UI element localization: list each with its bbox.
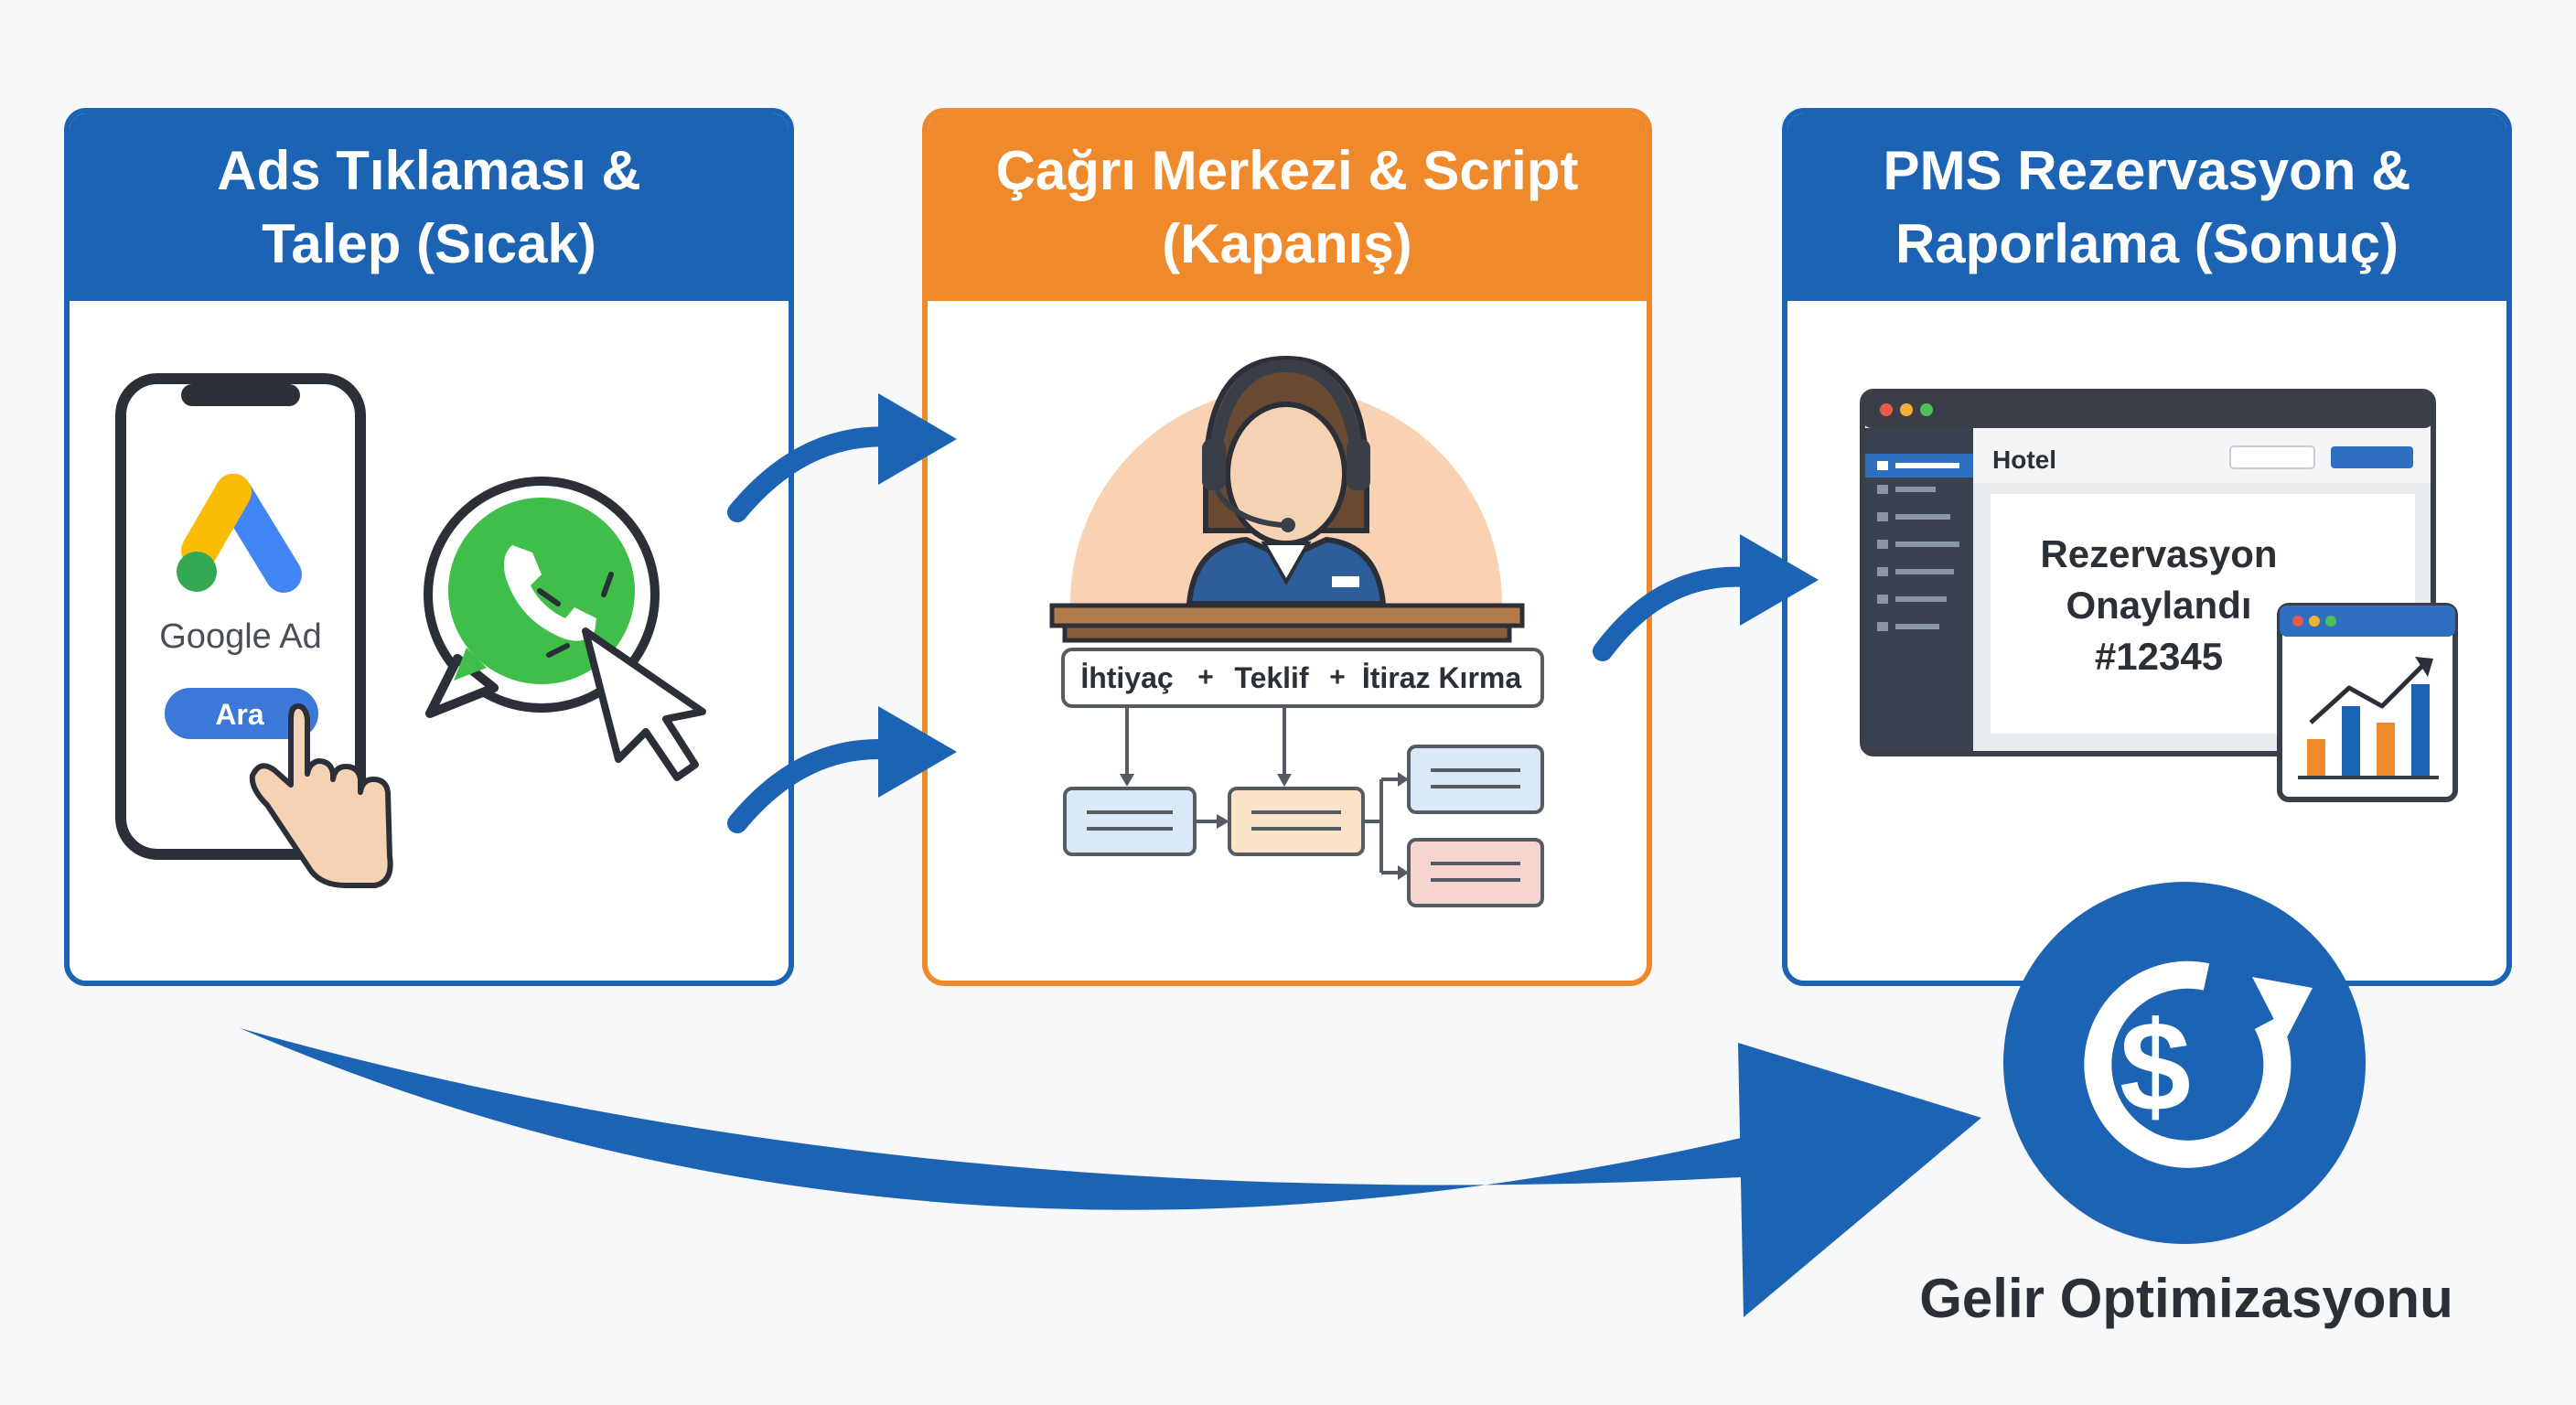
arrow-ads-to-call-top xyxy=(727,393,957,522)
pms-status-line2: Onaylandı xyxy=(2066,584,2251,627)
arrow-call-to-pms xyxy=(1593,534,1819,661)
script-steps-box: İhtiyaç + Teklif + İtiraz Kırma xyxy=(1061,648,1544,708)
agent-headset-icon xyxy=(1070,355,1502,606)
hand-pointer-icon xyxy=(249,703,393,888)
pms-status-line1: Rezervasyon xyxy=(2040,532,2277,575)
panel-title-ads: Ads Tıklaması & Talep (Sıcak) xyxy=(70,113,789,301)
arrow-to-revenue xyxy=(240,1028,1981,1317)
script-step-need: İhtiyaç xyxy=(1080,661,1173,694)
google-ads-icon xyxy=(177,474,302,593)
bar-chart-icon xyxy=(2277,603,2458,802)
script-step-objection: İtiraz Kırma xyxy=(1362,661,1521,694)
arrow-ads-to-call-bottom xyxy=(727,706,957,833)
cursor-icon xyxy=(537,572,706,781)
call-button-label: Ara xyxy=(215,698,264,731)
revenue-optimization-label: Gelir Optimizasyonu xyxy=(1919,1268,2453,1329)
call-button[interactable]: Ara xyxy=(165,688,318,739)
desk xyxy=(1049,603,1525,643)
panel-title-pms: PMS Rezervasyon & Raporlama (Sonuç) xyxy=(1787,113,2506,301)
script-step-offer: Teklif xyxy=(1234,661,1309,694)
dollar-symbol: $ xyxy=(2120,994,2191,1138)
google-ad-label: Google Ad xyxy=(159,617,321,656)
revenue-dollar-icon: $ xyxy=(2003,882,2366,1244)
pms-hotel-label: Hotel xyxy=(1992,445,2056,474)
script-separator-1: + xyxy=(1197,662,1214,692)
pms-booking-id: #12345 xyxy=(2095,635,2223,678)
script-separator-2: + xyxy=(1329,662,1346,692)
panel-title-call-center: Çağrı Merkezi & Script (Kapanış) xyxy=(928,113,1647,301)
flowchart-icon xyxy=(1063,706,1544,907)
